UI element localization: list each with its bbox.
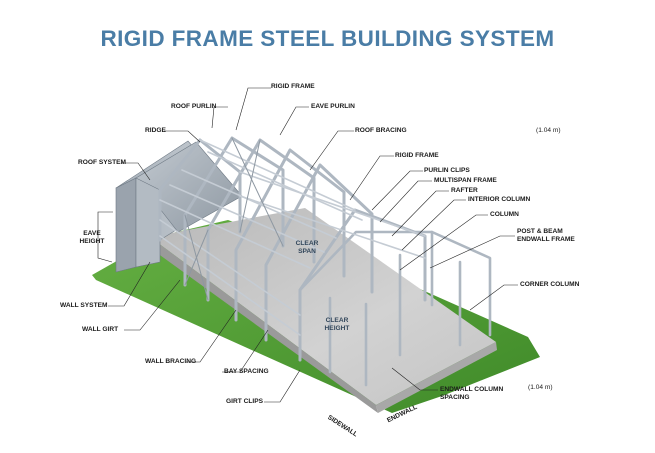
label-eave-height-line2: HEIGHT xyxy=(79,238,105,245)
label-ridge: RIDGE xyxy=(145,127,166,134)
label-wall-system: WALL SYSTEM xyxy=(60,302,108,309)
label-eave-height: EAVE HEIGHT xyxy=(72,230,112,246)
label-girt-clips: GIRT CLIPS xyxy=(226,398,263,405)
label-clear-span-line2: SPAN xyxy=(298,248,316,255)
label-wall-girt: WALL GIRT xyxy=(82,326,119,333)
label-endwall-column-spacing-line1: ENDWALL COLUMN xyxy=(440,386,504,393)
label-column: COLUMN xyxy=(490,211,519,218)
label-roof-purlin: ROOF PURLIN xyxy=(171,103,217,110)
bracing xyxy=(184,137,284,301)
endwall-frame xyxy=(298,230,492,387)
label-multispan-frame: MULTISPAN FRAME xyxy=(434,177,497,184)
label-purlin-clips: PURLIN CLIPS xyxy=(424,167,470,174)
label-dimension-top: (1.04 m) xyxy=(536,127,561,134)
label-clear-height-line2: HEIGHT xyxy=(324,325,350,332)
label-roof-system: ROOF SYSTEM xyxy=(78,159,126,166)
label-interior-column: INTERIOR COLUMN xyxy=(468,196,531,203)
label-roof-bracing: ROOF BRACING xyxy=(355,127,407,134)
label-rigid-frame-top: RIGID FRAME xyxy=(271,83,315,90)
label-corner-column: CORNER COLUMN xyxy=(520,281,580,288)
label-clear-height-line1: CLEAR xyxy=(325,317,349,324)
label-clear-span: CLEAR SPAN xyxy=(292,240,322,256)
label-clear-span-line1: CLEAR xyxy=(295,240,319,247)
label-eave-height-line1: EAVE xyxy=(83,230,101,237)
label-endwall-column-spacing-line2: SPACING xyxy=(440,394,470,401)
label-rafter: RAFTER xyxy=(451,187,478,194)
label-clear-height: CLEAR HEIGHT xyxy=(320,317,354,333)
label-bay-spacing: BAY SPACING xyxy=(224,368,269,375)
label-post-beam-endwall-frame: POST & BEAM ENDWALL FRAME xyxy=(517,228,575,244)
leader-lines xyxy=(97,87,518,403)
page-title: RIGID FRAME STEEL BUILDING SYSTEM xyxy=(100,26,555,51)
label-rigid-frame-mid: RIGID FRAME xyxy=(395,152,439,159)
label-post-beam-line2: ENDWALL FRAME xyxy=(517,236,575,243)
label-wall-bracing: WALL BRACING xyxy=(145,358,197,365)
purlins xyxy=(159,139,426,336)
roof-system-panel xyxy=(115,140,243,273)
label-dimension-bottom: (1.04 m) xyxy=(528,384,553,391)
label-endwall-column-spacing: ENDWALL COLUMN SPACING xyxy=(440,386,503,402)
label-post-beam-line1: POST & BEAM xyxy=(517,228,563,235)
label-eave-purlin: EAVE PURLIN xyxy=(311,103,355,110)
